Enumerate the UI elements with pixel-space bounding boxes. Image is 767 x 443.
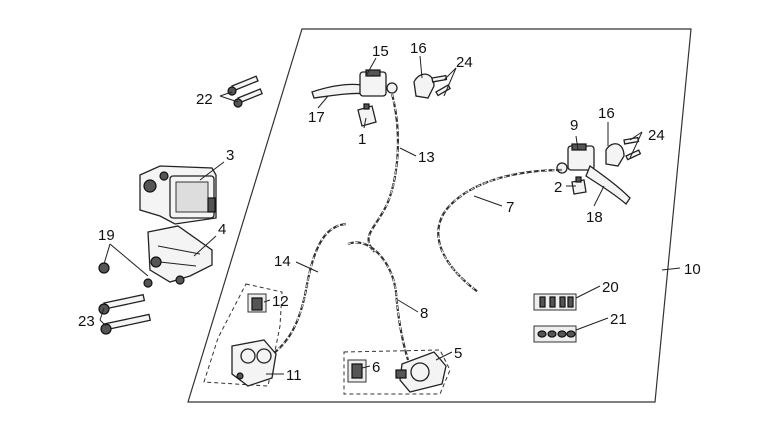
caliper-11 (231, 339, 277, 387)
callout-8: 8 (420, 305, 428, 322)
leader-lines (99, 55, 681, 375)
callout-4: 4 (218, 221, 226, 238)
abs-modulator (139, 165, 217, 225)
right-master-cylinder (556, 143, 631, 205)
callout-1: 1 (358, 131, 366, 148)
brake-pad-6 (347, 359, 367, 383)
assembly-boundary (187, 28, 692, 403)
callout-2: 2 (554, 179, 562, 196)
callout-5: 5 (454, 345, 462, 362)
bolt-23 (98, 293, 152, 335)
hose-7 (437, 168, 563, 293)
caliper-5-group-outline (343, 349, 451, 395)
callout-10: 10 (684, 261, 701, 278)
callout-18: 18 (586, 209, 603, 226)
left-master-cylinder (311, 69, 398, 99)
callout-19: 19 (98, 227, 115, 244)
callout-7: 7 (506, 199, 514, 216)
caliper-11-group-outline (203, 283, 283, 387)
callout-14: 14 (274, 253, 291, 270)
callout-6: 6 (372, 359, 380, 376)
callout-16-right: 16 (598, 105, 615, 122)
callout-12: 12 (272, 293, 289, 310)
callout-23: 23 (78, 313, 95, 330)
clamp-16-left (413, 73, 452, 99)
bolt-19 (98, 262, 153, 288)
reservoir-cap-1 (357, 103, 377, 127)
callout-17: 17 (308, 109, 325, 126)
bolt-22 (227, 75, 263, 108)
hose-8 (347, 241, 410, 361)
callout-15: 15 (372, 43, 389, 60)
abs-bracket (147, 225, 213, 285)
callout-3: 3 (226, 147, 234, 164)
clamp-16-right (605, 136, 642, 167)
callout-9: 9 (570, 117, 578, 134)
callout-20: 20 (602, 279, 619, 296)
caliper-5 (395, 351, 447, 393)
clip-set-21 (533, 325, 577, 343)
callout-24-right: 24 (648, 127, 665, 144)
callout-labels: 1 2 3 4 5 6 7 8 9 10 11 12 13 14 15 16 1… (78, 40, 701, 384)
hose-14 (261, 222, 347, 363)
callout-22: 22 (196, 91, 213, 108)
hose-13 (367, 93, 400, 253)
callout-21: 21 (610, 311, 627, 328)
brake-pad-12 (247, 293, 267, 313)
callout-13: 13 (418, 149, 435, 166)
callout-24-left: 24 (456, 54, 473, 71)
reservoir-cap-2 (571, 176, 587, 195)
clip-set-20 (533, 293, 577, 311)
callout-16-left: 16 (410, 40, 427, 57)
callout-11: 11 (286, 367, 302, 384)
